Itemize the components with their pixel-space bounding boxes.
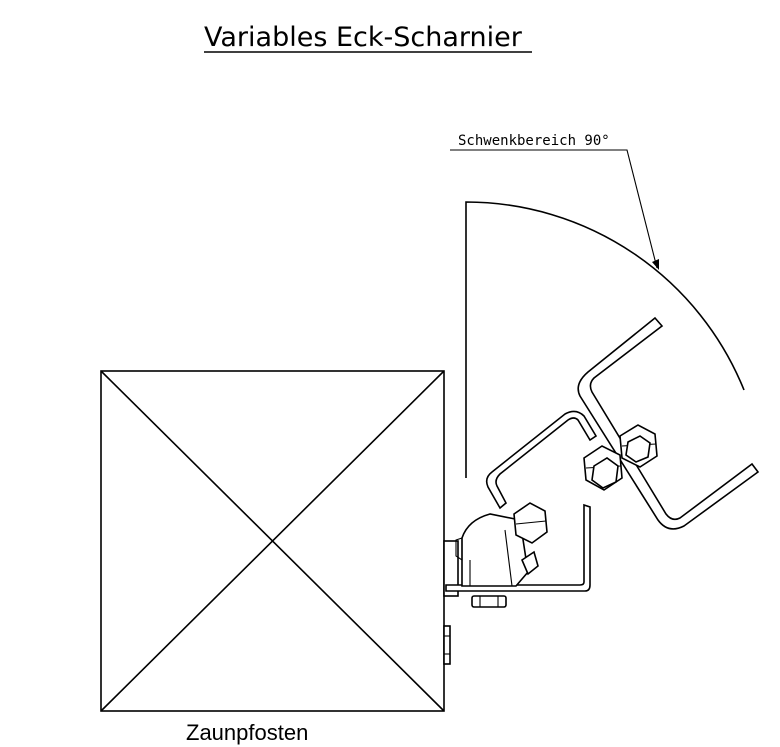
swing-arc <box>465 201 745 478</box>
u-bracket-outer <box>577 316 760 530</box>
hinge-knuckle <box>455 513 529 587</box>
swing-range-arrowhead <box>652 259 659 270</box>
swing-range-leader <box>450 149 658 269</box>
side-bolt <box>443 625 451 665</box>
nut-upper <box>619 424 658 468</box>
fence-post <box>100 370 445 712</box>
nut-center <box>583 445 623 491</box>
diagram-title: Variables Eck-Scharnier <box>204 22 523 53</box>
post-label: Zaunpfosten <box>186 720 308 745</box>
swing-range-label: Schwenkbereich 90° <box>458 133 610 149</box>
u-bracket-middle <box>485 410 598 510</box>
nut-lower <box>513 502 548 576</box>
base-plate <box>443 503 591 597</box>
base-plate-bolt <box>471 595 507 608</box>
